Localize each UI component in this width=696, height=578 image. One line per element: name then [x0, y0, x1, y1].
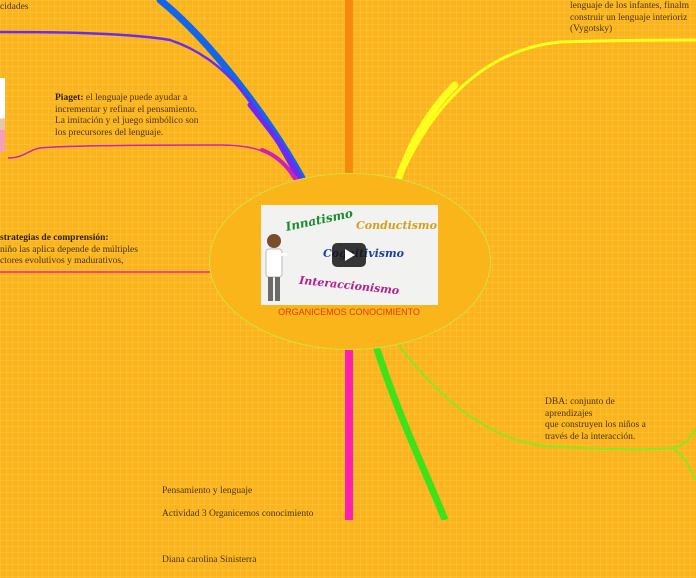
branch-blue	[160, 0, 302, 178]
footer-line-2: Actividad 3 Organicemos conocimiento	[162, 509, 362, 521]
branch-magenta	[8, 145, 293, 178]
piaget-label: Piaget:	[55, 93, 84, 103]
thumb-word-interaccionismo: Interaccionismo	[299, 274, 400, 297]
note-top-left: cidades	[0, 2, 29, 14]
branch-violet-thick	[250, 105, 300, 178]
central-title: ORGANICEMOS CONOCIMIENTO	[230, 307, 468, 317]
note-piaget[interactable]: Piaget: el lenguaje puede ayudar a incre…	[55, 93, 225, 139]
strategies-text: niño las aplica depende de múltiples cto…	[0, 245, 138, 267]
branch-green	[376, 346, 445, 520]
left-image-thumbnail[interactable]	[0, 78, 5, 152]
play-button[interactable]	[332, 243, 366, 267]
note-vygotsky[interactable]: lenguaje de los infantes, finalm constru…	[570, 1, 696, 36]
branch-yellow	[400, 40, 696, 178]
footer-line-3: Diana carolina Sinisterra	[162, 555, 362, 567]
note-dba[interactable]: DBA: conjunto de aprendizajes que constr…	[545, 397, 675, 443]
teacher-figure-icon	[261, 231, 287, 305]
thumb-word-innatismo: Innatismo	[284, 206, 354, 234]
footer-line-1: Pensamiento y lenguaje	[162, 486, 362, 498]
strategies-label: strategias de comprensión:	[0, 233, 109, 243]
branch-lightgreen-2	[672, 448, 696, 480]
note-footer[interactable]: Pensamiento y lenguaje Actividad 3 Organ…	[162, 474, 362, 578]
branch-yellow-thick	[398, 85, 455, 180]
thumb-word-conductismo: Conductismo	[356, 219, 437, 232]
note-strategies[interactable]: strategias de comprensión: niño las apli…	[0, 233, 170, 268]
